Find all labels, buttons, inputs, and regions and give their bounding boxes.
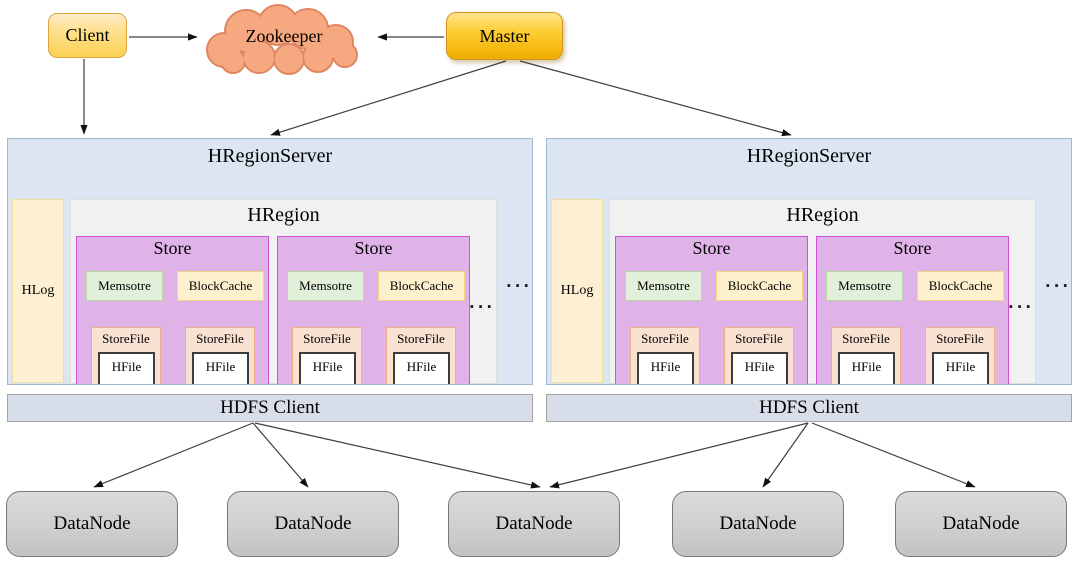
- hfile-box: HFile: [838, 352, 895, 384]
- storefile-box: StoreFile HFile: [91, 327, 161, 384]
- hregionserver-box-2: HRegionServer HLog HRegion Store Memsotr…: [546, 138, 1072, 385]
- datanode-box-1: DataNode: [6, 491, 178, 557]
- datanode-box-3: DataNode: [448, 491, 620, 557]
- store-title: Store: [153, 238, 192, 258]
- memstore-box: Memsotre: [625, 271, 702, 301]
- blockcache-label: BlockCache: [928, 278, 993, 293]
- store-title: Store: [354, 238, 393, 258]
- hdfs-client-label: HDFS Client: [220, 397, 320, 418]
- more-stores-ellipsis: ···: [1008, 298, 1035, 316]
- storefile-box: StoreFile HFile: [630, 327, 700, 384]
- store-box: Store Memsotre BlockCache StoreFile HFil…: [615, 236, 808, 384]
- hfile-box: HFile: [299, 352, 356, 384]
- hlog-label: HLog: [560, 283, 594, 298]
- memstore-label: Memsotre: [637, 278, 690, 293]
- storefile-label: StoreFile: [842, 331, 890, 346]
- memstore-label: Memsotre: [838, 278, 891, 293]
- zookeeper-node: Zookeeper: [194, 2, 374, 80]
- datanode-label: DataNode: [53, 513, 131, 534]
- blockcache-box: BlockCache: [177, 271, 264, 301]
- storefile-box: StoreFile HFile: [386, 327, 456, 384]
- hdfs-client-label: HDFS Client: [759, 397, 859, 418]
- more-stores-ellipsis: ···: [469, 298, 496, 316]
- hregionserver-title: HRegionServer: [746, 145, 872, 167]
- master-node: Master: [446, 12, 563, 60]
- blockcache-box: BlockCache: [917, 271, 1004, 301]
- hlog-box: HLog: [551, 199, 603, 383]
- client-label: Client: [65, 25, 110, 45]
- hfile-label: HFile: [744, 359, 775, 374]
- storefile-box: StoreFile HFile: [724, 327, 794, 384]
- zookeeper-label: Zookeeper: [245, 26, 323, 46]
- hdfs-client-bar-2: HDFS Client: [546, 394, 1072, 422]
- blockcache-box: BlockCache: [716, 271, 803, 301]
- client-node: Client: [48, 13, 127, 58]
- storefile-label: StoreFile: [102, 331, 150, 346]
- hdfs-client-bar-1: HDFS Client: [7, 394, 533, 422]
- memstore-box: Memsotre: [287, 271, 364, 301]
- hfile-label: HFile: [312, 359, 343, 374]
- datanode-box-5: DataNode: [895, 491, 1067, 557]
- hregion-box: HRegion Store Memsotre BlockCache StoreF…: [609, 199, 1036, 384]
- hfile-label: HFile: [945, 359, 976, 374]
- hregion-title: HRegion: [247, 204, 320, 226]
- datanode-label: DataNode: [495, 513, 573, 534]
- hregion-title: HRegion: [786, 204, 859, 226]
- storefile-label: StoreFile: [641, 331, 689, 346]
- datanode-label: DataNode: [942, 513, 1020, 534]
- store-box: Store Memsotre BlockCache StoreFile HFil…: [76, 236, 269, 384]
- hfile-box: HFile: [393, 352, 450, 384]
- hfile-box: HFile: [932, 352, 989, 384]
- hfile-label: HFile: [111, 359, 142, 374]
- storefile-label: StoreFile: [303, 331, 351, 346]
- hfile-label: HFile: [851, 359, 882, 374]
- more-hregions-ellipsis: ···: [1045, 277, 1072, 295]
- hfile-box: HFile: [731, 352, 788, 384]
- hfile-label: HFile: [406, 359, 437, 374]
- storefile-label: StoreFile: [397, 331, 445, 346]
- storefile-box: StoreFile HFile: [292, 327, 362, 384]
- hregionserver-title: HRegionServer: [207, 145, 333, 167]
- hfile-box: HFile: [637, 352, 694, 384]
- store-title: Store: [893, 238, 932, 258]
- hregionserver-box-1: HRegionServer HLog HRegion Store Memsotr…: [7, 138, 533, 385]
- memstore-label: Memsotre: [98, 278, 151, 293]
- storefile-label: StoreFile: [936, 331, 984, 346]
- blockcache-label: BlockCache: [727, 278, 792, 293]
- storefile-box: StoreFile HFile: [185, 327, 255, 384]
- storefile-box: StoreFile HFile: [831, 327, 901, 384]
- more-hregions-ellipsis: ···: [506, 277, 533, 295]
- blockcache-box: BlockCache: [378, 271, 465, 301]
- datanode-label: DataNode: [274, 513, 352, 534]
- hfile-label: HFile: [650, 359, 681, 374]
- store-title: Store: [692, 238, 731, 258]
- blockcache-label: BlockCache: [389, 278, 454, 293]
- memstore-label: Memsotre: [299, 278, 352, 293]
- hlog-label: HLog: [21, 283, 55, 298]
- master-label: Master: [479, 25, 530, 46]
- hlog-box: HLog: [12, 199, 64, 383]
- datanode-label: DataNode: [719, 513, 797, 534]
- memstore-box: Memsotre: [826, 271, 903, 301]
- blockcache-label: BlockCache: [188, 278, 253, 293]
- hfile-label: HFile: [205, 359, 236, 374]
- storefile-label: StoreFile: [735, 331, 783, 346]
- memstore-box: Memsotre: [86, 271, 163, 301]
- datanode-box-4: DataNode: [672, 491, 844, 557]
- hfile-box: HFile: [192, 352, 249, 384]
- datanode-box-2: DataNode: [227, 491, 399, 557]
- hfile-box: HFile: [98, 352, 155, 384]
- store-box: Store Memsotre BlockCache StoreFile HFil…: [277, 236, 470, 384]
- storefile-box: StoreFile HFile: [925, 327, 995, 384]
- store-box: Store Memsotre BlockCache StoreFile HFil…: [816, 236, 1009, 384]
- storefile-label: StoreFile: [196, 331, 244, 346]
- hregion-box: HRegion Store Memsotre BlockCache StoreF…: [70, 199, 497, 384]
